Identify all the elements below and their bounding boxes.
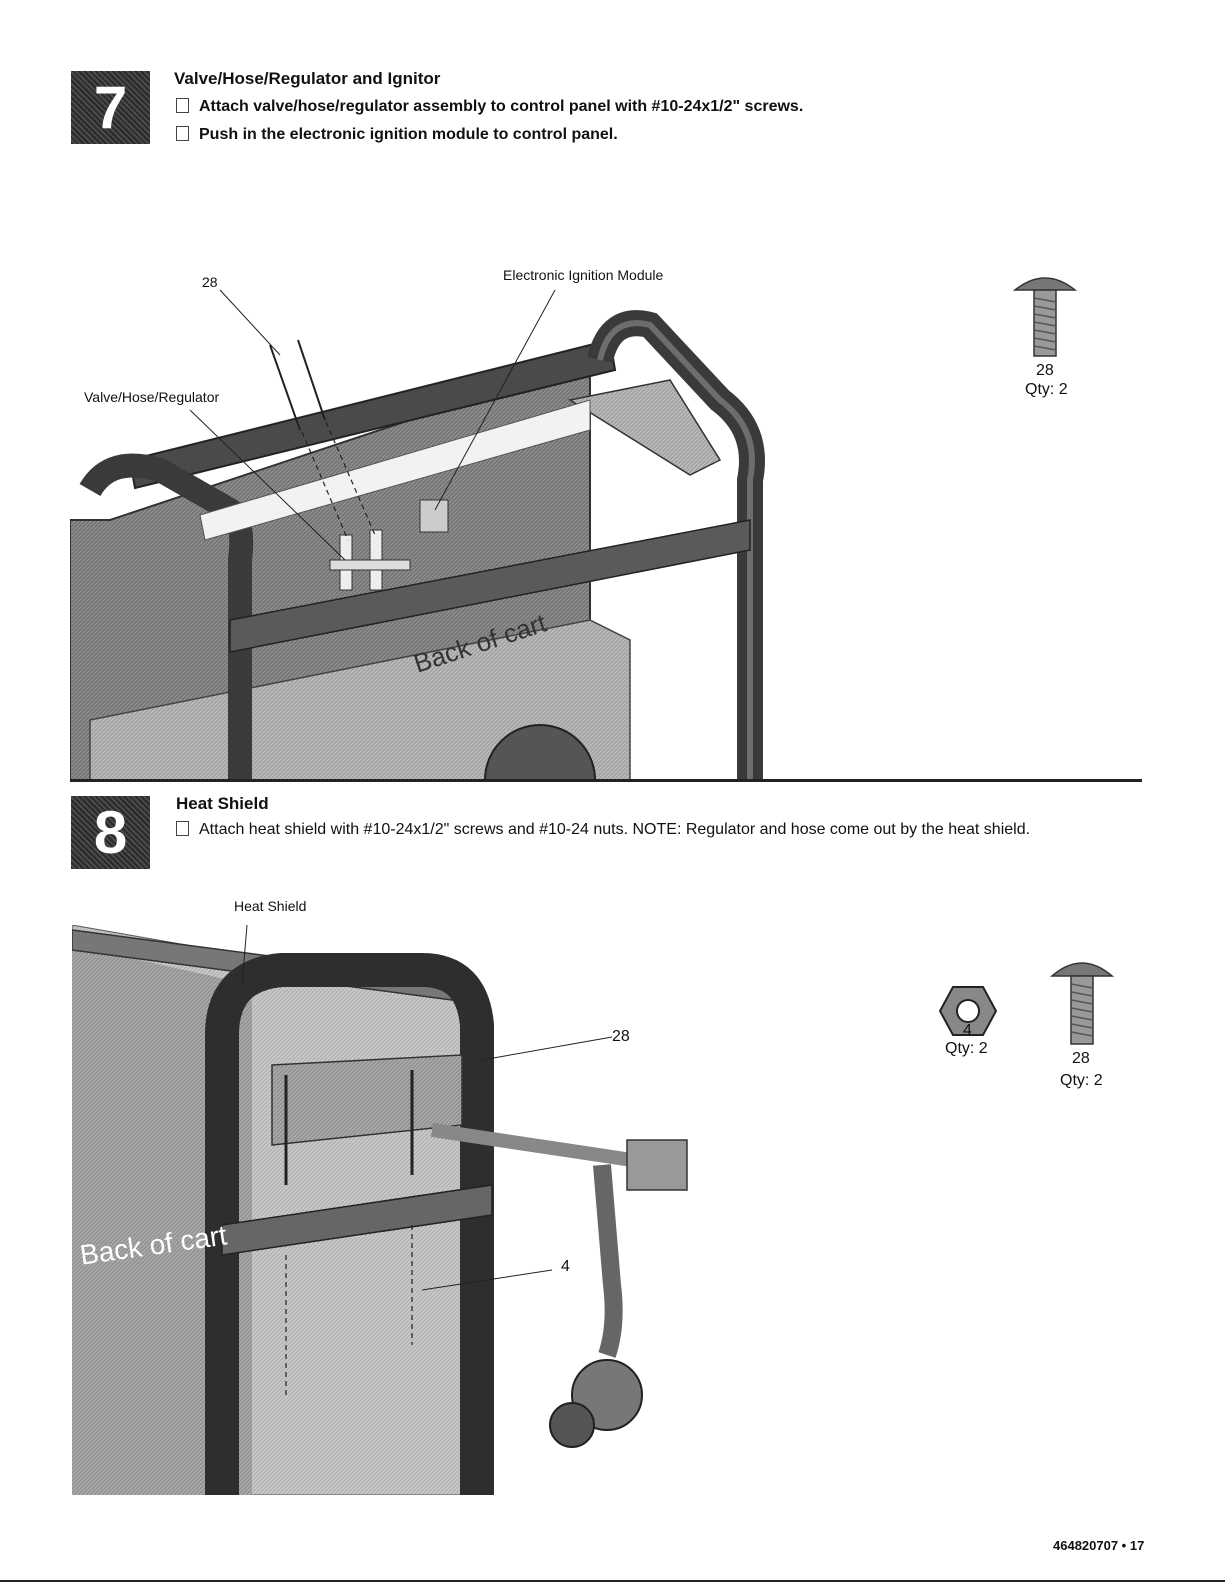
step-8-instruction-1[interactable]: Attach heat shield with #10-24x1/2" scre… bbox=[176, 821, 1030, 839]
checkbox[interactable] bbox=[176, 126, 189, 141]
step-8-callout-4: 4 bbox=[561, 1258, 570, 1275]
page-footer: 464820707 • 17 bbox=[1053, 1538, 1145, 1553]
step-8-part-4-number: 4 bbox=[963, 1022, 972, 1039]
step-7-instruction-1[interactable]: Attach valve/hose/regulator assembly to … bbox=[176, 98, 803, 116]
step-7-callout-valve-hose-regulator: Valve/Hose/Regulator bbox=[84, 389, 220, 405]
step-7-instruction-2[interactable]: Push in the electronic ignition module t… bbox=[176, 126, 618, 144]
screw-28-icon bbox=[1012, 277, 1078, 357]
checkbox[interactable] bbox=[176, 98, 189, 113]
step-8-badge: 8 bbox=[71, 796, 150, 869]
step-8-part-4-qty: Qty: 2 bbox=[945, 1040, 988, 1057]
step-7-badge: 7 bbox=[71, 71, 150, 144]
step-8-part-28-number: 28 bbox=[1072, 1050, 1090, 1067]
step-7-callout-28: 28 bbox=[202, 274, 218, 290]
step-7-part-28-qty: Qty: 2 bbox=[1025, 381, 1068, 398]
step-7-part-28-number: 28 bbox=[1036, 362, 1054, 379]
checkbox[interactable] bbox=[176, 821, 189, 836]
step-7-title: Valve/Hose/Regulator and Ignitor bbox=[174, 69, 441, 88]
section-divider bbox=[70, 779, 1142, 782]
step-8-part-28-qty: Qty: 2 bbox=[1060, 1072, 1103, 1089]
step-8-heat-shield-illustration bbox=[72, 925, 688, 1495]
bottom-rule bbox=[0, 1580, 1225, 1582]
step-8-title: Heat Shield bbox=[176, 794, 269, 813]
step-8-callout-28: 28 bbox=[612, 1028, 630, 1045]
screw-28-icon bbox=[1049, 962, 1115, 1045]
step-8-callout-heat-shield: Heat Shield bbox=[234, 898, 307, 914]
step-7-cart-illustration bbox=[70, 289, 765, 782]
step-7-callout-ignition-module: Electronic Ignition Module bbox=[503, 267, 664, 283]
hex-nut-4-icon bbox=[938, 986, 998, 1036]
